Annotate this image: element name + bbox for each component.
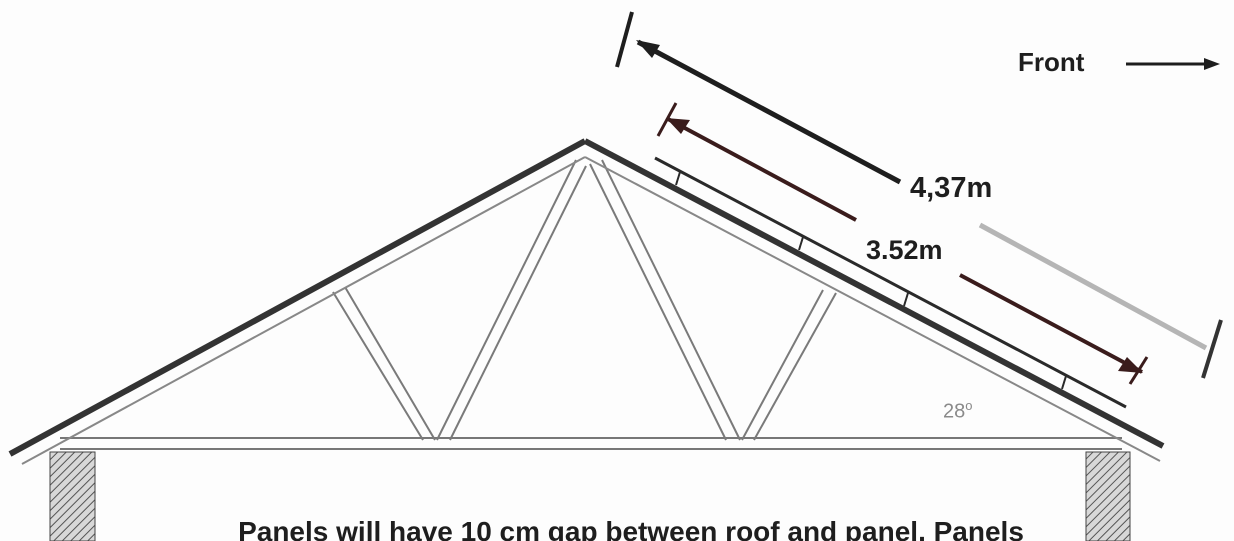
web-members [332,159,837,441]
top-chord-left [8,138,587,465]
solar-panel [654,156,1127,409]
dimension-arrow-outer [615,11,1223,379]
caption-text: Panels will have 10 cm gap between roof … [238,516,1024,541]
bottom-chord [60,437,1122,450]
dimension-label-inner: 3.52m [866,235,943,265]
top-chord-right [583,138,1165,462]
front-label: Front [1018,47,1085,77]
right-wall-support [1085,451,1131,541]
roof-angle-unit: o [965,398,973,413]
roof-angle-label: 28o [943,398,972,424]
front-arrow [1126,58,1220,70]
dimension-arrow-inner [656,102,1149,385]
left-wall-support [49,451,96,541]
dimension-label-outer: 4,37m [910,172,993,204]
roof-angle-value: 28 [943,400,966,423]
